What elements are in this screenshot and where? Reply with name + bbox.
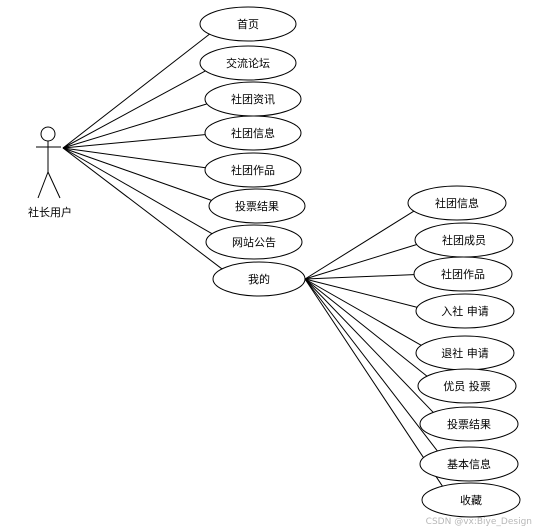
- right-use-case-ellipse: [407, 185, 507, 221]
- right-use-case: 收藏: [421, 482, 521, 518]
- watermark: CSDN @vx:Biye_Design: [426, 517, 532, 527]
- right-use-case: 投票结果: [419, 406, 519, 442]
- association-lines: [62, 32, 444, 488]
- right-use-case-ellipse: [419, 446, 519, 482]
- include-line: [304, 274, 417, 280]
- left-use-case: 社团资讯: [204, 81, 302, 117]
- right-use-case-label: 收藏: [460, 493, 482, 507]
- include-line: [304, 278, 444, 488]
- left-use-case-ellipse: [204, 152, 302, 188]
- left-use-case: 首页: [199, 6, 297, 42]
- actor-association-line: [62, 102, 211, 149]
- right-use-case-ellipse: [415, 293, 515, 329]
- right-use-case: 基本信息: [419, 446, 519, 482]
- right-use-case-label: 入社 申请: [441, 304, 489, 318]
- left-use-case-label: 社团信息: [231, 126, 275, 140]
- left-use-case: 投票结果: [208, 188, 306, 224]
- actor-association-line: [62, 147, 215, 202]
- right-use-case-ellipse: [421, 482, 521, 518]
- right-use-case-label: 投票结果: [447, 417, 491, 431]
- left-use-case-ellipse: [204, 115, 302, 151]
- left-use-case-ellipse: [208, 188, 306, 224]
- left-use-case-label: 投票结果: [235, 199, 279, 213]
- actor-label: 社长用户: [28, 205, 72, 219]
- left-use-case: 我的: [212, 261, 306, 297]
- left-use-case-ellipse: [205, 224, 303, 260]
- right-use-case-label: 社团成员: [442, 233, 486, 247]
- include-line: [304, 278, 429, 378]
- right-use-case-label: 退社 申请: [441, 346, 489, 360]
- left-use-case-ellipse: [212, 261, 306, 297]
- left-use-case-label: 首页: [237, 17, 259, 31]
- actor-association-line: [62, 147, 210, 169]
- right-use-case: 退社 申请: [415, 335, 515, 371]
- actor-association-line: [62, 133, 210, 149]
- left-use-case-label: 社团作品: [231, 163, 275, 177]
- right-use-case-ellipse: [417, 368, 517, 404]
- right-use-case-label: 基本信息: [447, 457, 491, 471]
- left-use-case-label: 社团资讯: [231, 92, 275, 106]
- left-use-case-label: 交流论坛: [226, 56, 270, 70]
- left-use-case-ellipse: [199, 6, 297, 42]
- left-use-case: 社团作品: [204, 152, 302, 188]
- right-use-case-label: 优员 投票: [443, 379, 491, 393]
- left-use-case-ellipse: [199, 45, 297, 81]
- actor-left-leg: [37, 171, 49, 199]
- right-use-case-label: 社团作品: [441, 267, 485, 281]
- actor-head: [40, 126, 56, 142]
- include-line: [304, 278, 435, 414]
- include-line: [304, 278, 420, 309]
- left-use-case-label: 网站公告: [232, 235, 276, 249]
- actor-association-line: [62, 147, 215, 236]
- actor-association-line: [62, 147, 225, 271]
- left-use-case: 交流论坛: [199, 45, 297, 81]
- right-use-case: 社团信息: [407, 185, 507, 221]
- actor-right-leg: [47, 171, 61, 199]
- left-use-case: 社团信息: [204, 115, 302, 151]
- right-use-case: 优员 投票: [417, 368, 517, 404]
- actor-association-line: [62, 69, 209, 149]
- include-line: [304, 209, 416, 280]
- actor-association-line: [62, 32, 212, 149]
- left-use-case-label: 我的: [248, 272, 270, 286]
- left-use-case: 网站公告: [205, 224, 303, 260]
- right-use-case: 入社 申请: [415, 293, 515, 329]
- include-line: [304, 243, 419, 280]
- include-line: [304, 278, 423, 347]
- right-use-case-ellipse: [413, 256, 513, 292]
- include-line: [304, 278, 439, 453]
- right-use-case: 社团成员: [414, 222, 514, 258]
- right-use-case: 社团作品: [413, 256, 513, 292]
- right-use-case-ellipse: [419, 406, 519, 442]
- actor-stick-figure: 社长用户: [28, 126, 72, 219]
- right-use-case-label: 社团信息: [435, 196, 479, 210]
